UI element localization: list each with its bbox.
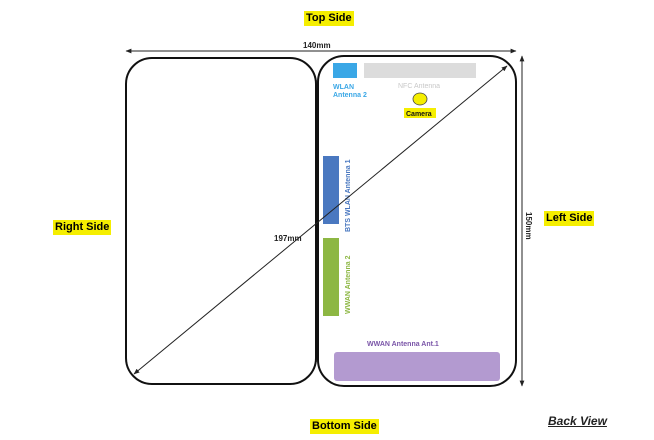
- camera-circle: [412, 92, 428, 106]
- left-panel: [125, 57, 317, 385]
- wlan-antenna-2-label-line2: Antenna 2: [333, 92, 367, 99]
- nfc-antenna-label: NFC Antenna: [398, 83, 440, 90]
- wwan-antenna-2-block: [323, 238, 339, 316]
- wwan-antenna-1-block: [334, 352, 500, 381]
- bts-wlan-antenna-1-label: BTS WLAN Antenna 1: [345, 159, 352, 232]
- wwan-antenna-2-label: WWAN Antenna 2: [345, 255, 352, 314]
- height-dimension-label: 150mm: [524, 212, 533, 240]
- top-side-label: Top Side: [304, 11, 354, 26]
- left-side-label: Left Side: [544, 211, 595, 226]
- back-view-label: Back View: [548, 414, 607, 428]
- width-dimension-label: 140mm: [303, 41, 331, 50]
- diagonal-dimension-arrow: [133, 65, 508, 375]
- wlan-antenna-2-block: [333, 63, 357, 78]
- wwan-antenna-1-label: WWAN Antenna Ant.1: [367, 341, 439, 348]
- nfc-antenna-block: [364, 63, 476, 78]
- bottom-side-label: Bottom Side: [310, 419, 379, 434]
- bts-wlan-antenna-1-block: [323, 156, 339, 224]
- right-side-label: Right Side: [53, 220, 112, 235]
- diagonal-dimension-label: 197mm: [274, 234, 302, 243]
- camera-label: Camera: [406, 111, 432, 118]
- wlan-antenna-2-label-line1: WLAN: [333, 84, 354, 91]
